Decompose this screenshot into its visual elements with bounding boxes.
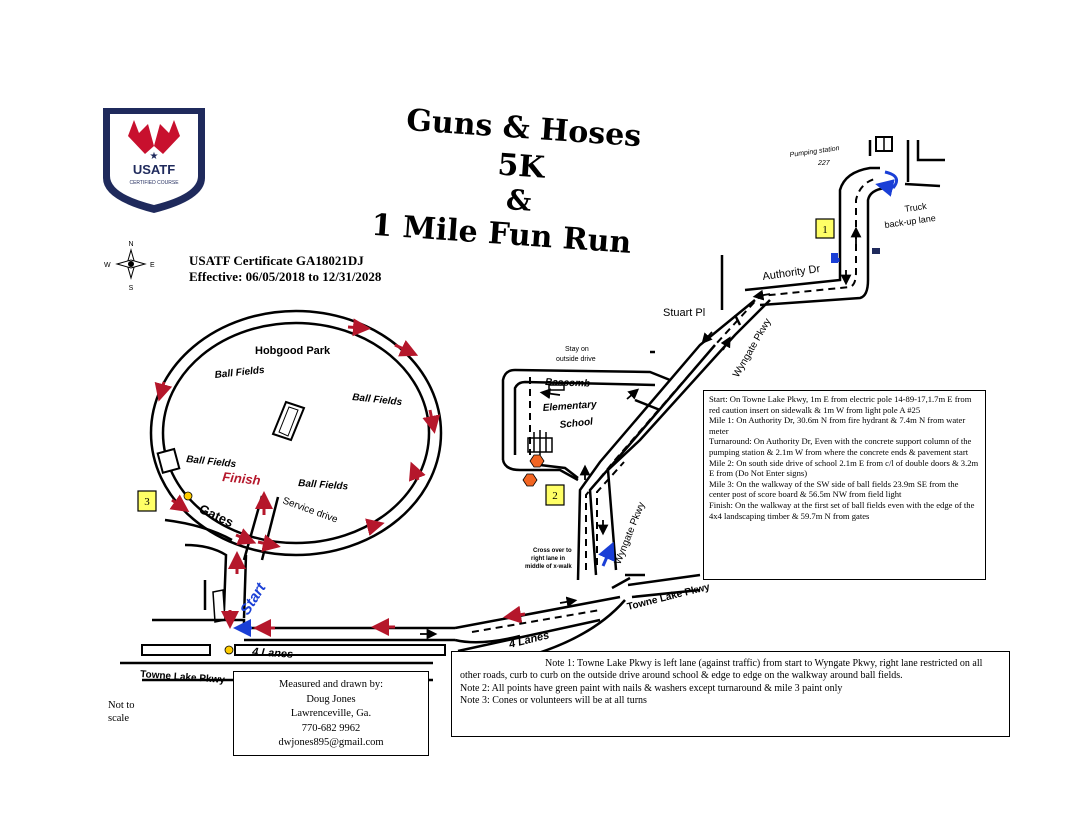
label-finish: Finish [222,469,262,488]
label-wyngate-pkwy: Wyngate Pkwy [731,317,774,380]
label-hobgood-park: Hobgood Park [255,345,331,357]
mile-marker-3: 3 [137,490,157,512]
label-school: School [559,417,594,431]
route-arrows-black [420,226,862,640]
compass-w: W [104,262,111,269]
compass-n: N [128,241,133,248]
legend-finish: Finish: On the walkway at the first set … [709,499,975,521]
compass-icon: N S E W [104,241,155,292]
contact-name: Doug Jones [306,693,356,705]
label-lanes: 4 Lanes [507,629,551,651]
mile-marker-2: 2 [545,484,565,506]
svg-text:2: 2 [552,490,558,502]
label-cross-over-2: right lane in [531,556,565,562]
label-authority-dr: Authority Dr [762,263,822,283]
compass-e: E [150,262,155,269]
contact-phone: 770-682 9962 [301,722,361,734]
notes-box: Note 1: Towne Lake Pkwy is left lane (ag… [451,651,1010,737]
label-elementary: Elementary [542,399,597,414]
label-ball-fields: Ball Fields [352,392,403,408]
park-route-arrows [154,318,526,637]
scale-note: Not to scale [108,699,135,725]
label-truck-1: Truck [904,201,928,214]
cone-icon [522,473,538,487]
cone-icon [529,454,545,468]
label-cross-over-1: Cross over to [533,548,572,554]
compass-s: S [129,285,134,292]
contact-city: Lawrenceville, Ga. [290,708,372,720]
scale-note-line-1: Not to [108,700,135,711]
label-wyngate-pkwy: Wyngate Pkwy [613,501,648,566]
svg-text:1: 1 [822,224,828,236]
paint-mark-icon [224,645,234,655]
label-lanes: 4 Lanes [251,646,294,661]
label-service-drive: Service drive [281,495,339,525]
contact-heading: Measured and drawn by: [278,679,384,690]
label-pumping-station-1: Pumping station [789,145,840,159]
usatf-logo: ★ USATF CERTIFIED COURSE [103,108,205,213]
note-2: Note 2: All points have green paint with… [460,682,843,694]
label-towne-lake-pkwy: Towne Lake Pkwy [140,669,226,686]
legend-start: Start: On Towne Lake Pkwy, 1m E from ele… [709,394,972,415]
mile-marker-1: 1 [815,218,835,239]
logo-subtitle: CERTIFIED COURSE [129,180,179,186]
certificate-number: USATF Certificate GA18021DJ [189,253,364,268]
note-3: Note 3: Cones or volunteers will be at a… [460,695,647,707]
school-drive [501,368,671,482]
label-stuart-pl: Stuart Pl [663,307,705,319]
label-pumping-station-2: 227 [817,160,831,167]
legend-mile-2: Mile 2: On south side drive of school 2.… [709,457,979,479]
certificate-info: USATF Certificate GA18021DJ Effective: 0… [189,253,381,285]
label-stay-outside-2: outside drive [556,356,596,363]
checkpoint-legend: Start: On Towne Lake Pkwy, 1m E from ele… [703,390,986,580]
label-ball-fields: Ball Fields [186,454,237,470]
label-truck-2: back-up lane [884,213,936,230]
scale-note-line-2: scale [108,713,129,724]
label-stay-outside-1: Stay on [565,346,589,353]
label-ball-fields: Ball Fields [214,365,265,381]
logo-name: USATF [133,162,175,177]
paint-mark-icon [183,491,193,501]
park-building-icon [271,400,306,442]
school-building-icon [527,430,553,455]
page-title: Guns & Hoses 5K & 1 Mile Fun Run [370,101,660,265]
label-start: Start [237,579,270,618]
scoreboard-icon [156,447,181,474]
note-1: Note 1: Towne Lake Pkwy is left lane (ag… [460,658,983,682]
label-bascomb: Bascomb [545,377,590,390]
gate-post-icon [212,589,226,623]
label-ball-fields: Ball Fields [298,478,349,492]
contact-box: Measured and drawn by: Doug Jones Lawren… [233,671,429,756]
legend-turnaround: Turnaround: On Authority Dr, Even with t… [709,436,972,457]
svg-text:3: 3 [144,496,150,508]
svg-text:★: ★ [150,151,159,162]
label-cross-over-3: middle of x-walk [525,564,572,570]
legend-mile-3: Mile 3: On the walkway of the SW side of… [709,478,959,500]
contact-email: dwjones895@gmail.com [278,737,384,749]
legend-mile-1: Mile 1: On Authority Dr, 30.6m N from fi… [709,415,966,436]
certificate-effective: Effective: 06/05/2018 to 12/31/2028 [189,269,382,284]
route-dashed [471,177,879,633]
